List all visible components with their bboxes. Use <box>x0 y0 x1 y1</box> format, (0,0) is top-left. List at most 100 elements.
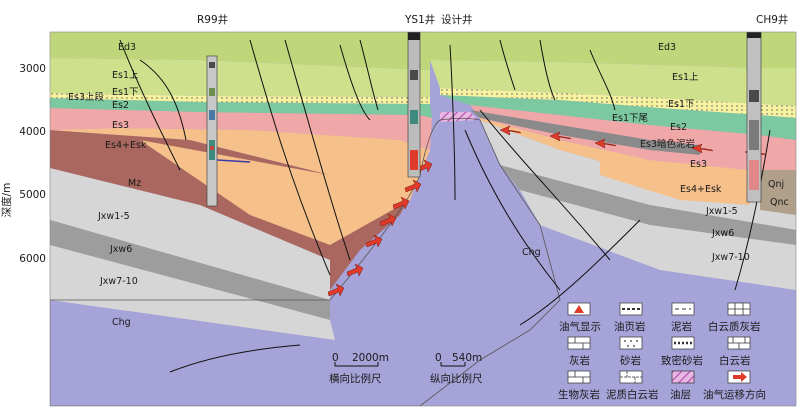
well-ch9-seg <box>749 90 759 102</box>
oil-layer-icon <box>671 370 695 384</box>
legend-swatch <box>619 336 643 350</box>
triangle-icon <box>574 305 584 313</box>
stratum-es3-dark-mudstone <box>470 110 700 155</box>
legend-item-argillaceous-dolomite: 泥质白云岩 <box>606 370 659 401</box>
stratum-jxw7-10-right <box>520 190 796 290</box>
well-ys1-top <box>408 32 420 40</box>
legend-label: 砂岩 <box>620 354 641 367</box>
label-es1-upper-left: Es1上 <box>112 70 139 81</box>
fault-12 <box>734 129 771 291</box>
label-mz: Mz <box>128 178 141 189</box>
stratum-qn <box>760 168 796 215</box>
well-ch9-top <box>747 32 761 38</box>
legend-label: 致密砂岩 <box>661 354 703 367</box>
fault-design-trace <box>449 44 456 201</box>
limestone-icon <box>568 337 590 349</box>
legend-label: 泥岩 <box>671 320 692 333</box>
legend-item-oil-show: 油气显示 <box>559 302 601 333</box>
label-es3-upper-left: Es3上段 <box>68 91 104 103</box>
depth-tick-4000: 4000 <box>19 126 46 138</box>
label-qnc: Qnc <box>770 197 789 208</box>
stratum-es1-tail-right <box>440 88 796 118</box>
well-r99-seg <box>209 110 215 120</box>
depth-axis: 深度/m 3000 4000 5000 6000 <box>0 63 46 265</box>
label-es1-lower-right: Es1下 <box>668 99 695 110</box>
migration-arrow-4 <box>379 213 397 227</box>
label-jxw1-5-right: Jxw1-5 <box>705 206 738 217</box>
h-scale-zero: 0 <box>332 352 339 364</box>
legend-item-dolomitic-limestone: 白云质灰岩 <box>708 302 761 333</box>
fault-3 <box>249 39 331 276</box>
strata-labels-right: Ed3 Es1上 Es1下 Es1下尾 Es2 Es3暗色泥岩 Es3 Es4+… <box>522 42 789 263</box>
fault-11 <box>479 109 611 261</box>
legend-item-migration: 油气运移方向 <box>703 370 766 401</box>
v-scale-length: 540m <box>452 352 482 364</box>
legend-label: 泥质白云岩 <box>606 388 659 401</box>
legend-label: 灰岩 <box>569 354 590 367</box>
legend-label: 油气运移方向 <box>703 388 766 401</box>
legend-item-oil-shale: 油页岩 <box>614 302 646 333</box>
stratum-jxw6-right <box>500 165 796 245</box>
migration-arrows-flank <box>327 159 433 297</box>
h-scale-length: 2000m <box>352 352 389 364</box>
fault-2 <box>119 39 181 171</box>
depth-tick-5000: 5000 <box>19 189 46 201</box>
basement-boundary <box>50 118 561 406</box>
label-es4-right: Es4+Esk <box>680 184 722 195</box>
stratum-mz <box>50 130 420 290</box>
label-es1-upper-right: Es1上 <box>672 72 699 83</box>
stratum-es3-left <box>50 108 432 150</box>
well-ch9-seg <box>749 160 759 190</box>
stratum-es4-left <box>50 128 430 175</box>
legend-label: 油页岩 <box>614 320 646 333</box>
migration-arrow-r2 <box>549 131 572 142</box>
fault-14 <box>169 344 301 373</box>
oil-layer-wedge <box>440 112 478 122</box>
label-es2-right: Es2 <box>670 122 687 133</box>
legend-item-sandstone: 砂岩 <box>619 336 643 367</box>
well-r99-column <box>206 55 218 207</box>
sandstone-icon <box>624 340 638 347</box>
legend-label: 白云质灰岩 <box>708 320 761 333</box>
migration-arrow-5 <box>392 196 410 210</box>
fault-5 <box>339 44 371 121</box>
legend: 油气显示 油页岩 泥岩 白云质灰岩 灰岩 <box>558 302 766 401</box>
label-es4-left: Es4+Esk <box>105 140 147 151</box>
label-ed3-left: Ed3 <box>118 42 136 53</box>
label-es1-tail-right: Es1下尾 <box>612 113 648 124</box>
well-title-ys1: YS1井 <box>404 13 435 26</box>
well-title-r99: R99井 <box>197 13 228 26</box>
well-ch9-column <box>746 32 762 203</box>
fault-7 <box>499 39 516 91</box>
label-es3-left: Es3 <box>112 120 129 131</box>
label-jxw6-right: Jxw6 <box>711 228 734 239</box>
v-scale-caption: 纵向比例尺 <box>430 372 483 385</box>
depth-tick-6000: 6000 <box>19 253 46 265</box>
well-ys1-seg <box>410 70 418 80</box>
label-qnj: Qnj <box>768 179 784 190</box>
stratum-es2-right <box>440 95 796 140</box>
legend-item-bio-limestone: 生物灰岩 <box>558 370 600 401</box>
legend-item-mudstone: 泥岩 <box>671 302 695 333</box>
stratum-es4-right <box>480 118 796 200</box>
well-ch9-seg <box>749 120 759 150</box>
label-jxw6-left: Jxw6 <box>109 244 132 255</box>
label-jxw7-10-left: Jxw7-10 <box>99 276 138 287</box>
well-ys1-oil-zone <box>410 150 418 170</box>
depth-axis-label: 深度/m <box>0 183 13 218</box>
well-r99-seg <box>209 62 215 68</box>
fault-13 <box>519 219 641 326</box>
migration-arrow-2 <box>346 263 364 277</box>
label-jxw7-10-right: Jxw7-10 <box>711 252 750 263</box>
migration-arrow-icon <box>733 372 747 382</box>
well-r99-seg <box>209 88 215 96</box>
faults <box>119 39 771 373</box>
label-ed3-right: Ed3 <box>658 42 676 53</box>
stratum-es2-left <box>50 98 432 118</box>
label-jxw1-5-left: Jxw1-5 <box>97 211 130 222</box>
legend-swatch <box>619 302 643 316</box>
fault-8 <box>539 39 556 101</box>
dolomite-icon <box>728 337 750 349</box>
